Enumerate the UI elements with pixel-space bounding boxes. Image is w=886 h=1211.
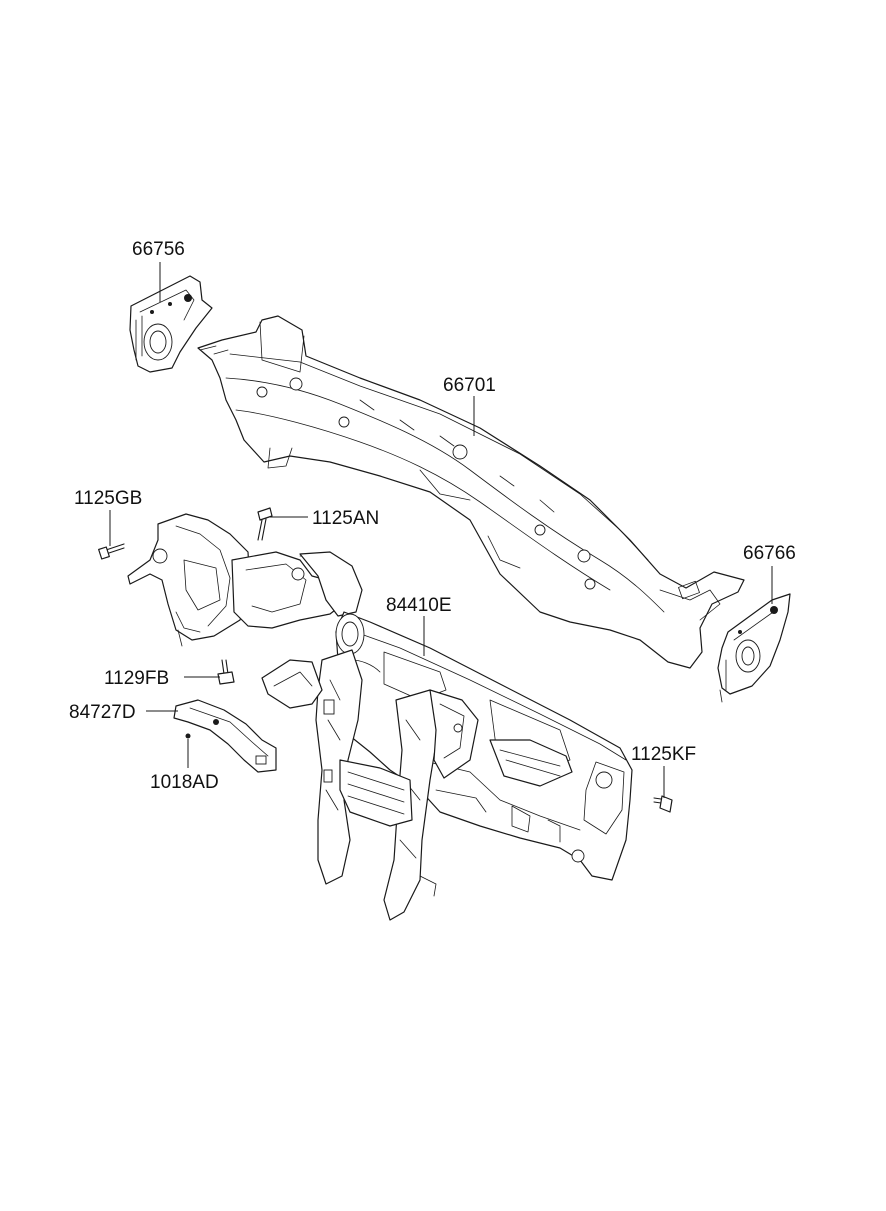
bolt-1125GB-icon <box>98 543 125 560</box>
callout-66701: 66701 <box>443 375 496 396</box>
callout-1125GB: 1125GB <box>74 488 142 509</box>
part-84727D-bracket <box>173 699 277 773</box>
callout-1018AD: 1018AD <box>150 772 219 793</box>
leader-lines <box>109 262 773 798</box>
callout-66756: 66756 <box>132 239 185 260</box>
callout-84410E: 84410E <box>386 595 452 616</box>
bolt-1129FB-icon <box>217 659 235 685</box>
bolt-1125KF-icon <box>653 795 673 813</box>
callout-66766: 66766 <box>743 543 796 564</box>
bolt-1125AN-icon <box>257 507 273 541</box>
callout-1125AN: 1125AN <box>312 508 379 529</box>
part-66701-cowl-panel <box>197 315 745 669</box>
callout-1125KF: 1125KF <box>631 744 696 765</box>
callout-labels: 66756 66701 1125GB 1125AN 66766 84410E 1… <box>69 239 796 793</box>
callout-1129FB: 1129FB <box>104 668 169 689</box>
part-66766-bracket <box>717 593 791 703</box>
part-66756-bracket <box>129 275 213 373</box>
callout-84727D: 84727D <box>69 702 136 723</box>
rivet-1018AD-icon <box>185 733 191 739</box>
part-84410E-cross-member <box>127 513 633 921</box>
